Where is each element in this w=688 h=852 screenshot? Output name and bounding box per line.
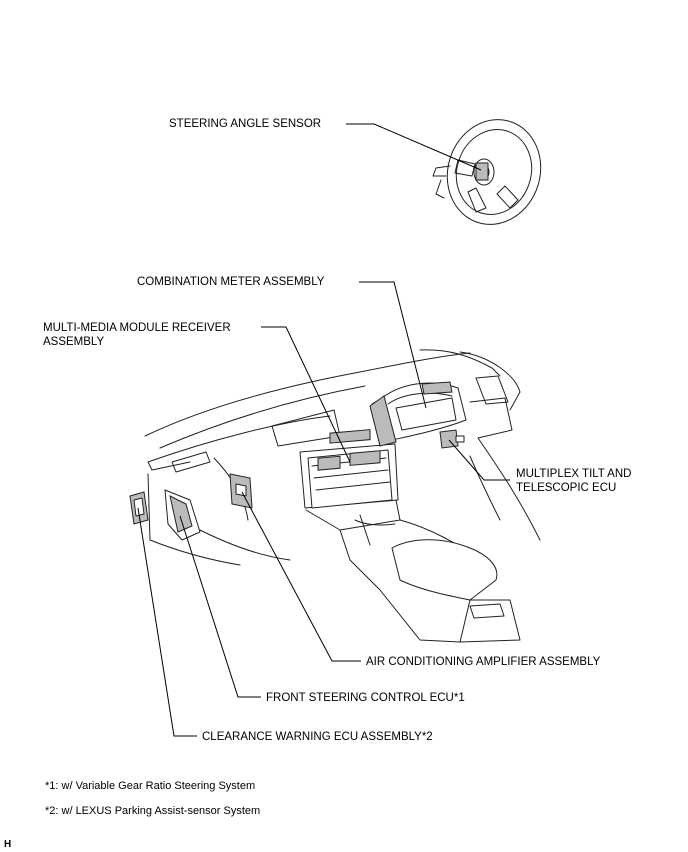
label-multimedia-receiver: MULTI-MEDIA MODULE RECEIVER ASSEMBLY — [43, 322, 231, 348]
label-air-conditioning: AIR CONDITIONING AMPLIFIER ASSEMBLY — [366, 656, 601, 668]
label-steering-angle-sensor: STEERING ANGLE SENSOR — [169, 118, 322, 130]
steering-wheel-illustration — [432, 119, 542, 225]
instrument-panel-illustration — [144, 349, 541, 643]
leader-front-steering — [179, 515, 261, 698]
leader-combination-meter — [359, 281, 427, 409]
clearance-warning-ecu-illustration — [129, 491, 149, 525]
label-front-steering: FRONT STEERING CONTROL ECU*1 — [266, 692, 465, 704]
footnote-2: *2: w/ LEXUS Parking Assist-sensor Syste… — [45, 805, 261, 817]
leader-multiplex-tilt — [448, 439, 510, 481]
leader-steering-angle-sensor — [346, 123, 482, 171]
combination-meter-illustration — [369, 381, 453, 447]
leader-multimedia-receiver — [261, 326, 351, 463]
leader-clearance-warning — [137, 507, 197, 737]
corner-mark: H — [4, 839, 12, 850]
leader-ac-amplifier — [241, 491, 361, 662]
front-steering-ecu-illustration — [164, 489, 201, 541]
leader-lines — [137, 123, 510, 737]
footnote-1: *1: w/ Variable Gear Ratio Steering Syst… — [45, 780, 256, 792]
label-multiplex-tilt: MULTIPLEX TILT AND TELESCOPIC ECU — [516, 468, 632, 494]
ac-amplifier-illustration — [229, 473, 253, 509]
label-clearance-warning: CLEARANCE WARNING ECU ASSEMBLY*2 — [202, 731, 433, 743]
steering-angle-sensor-marker — [475, 162, 489, 181]
multiplex-tilt-ecu-illustration — [439, 429, 465, 449]
label-combination-meter: COMBINATION METER ASSEMBLY — [137, 276, 325, 288]
multimedia-receiver-illustration — [307, 429, 393, 509]
